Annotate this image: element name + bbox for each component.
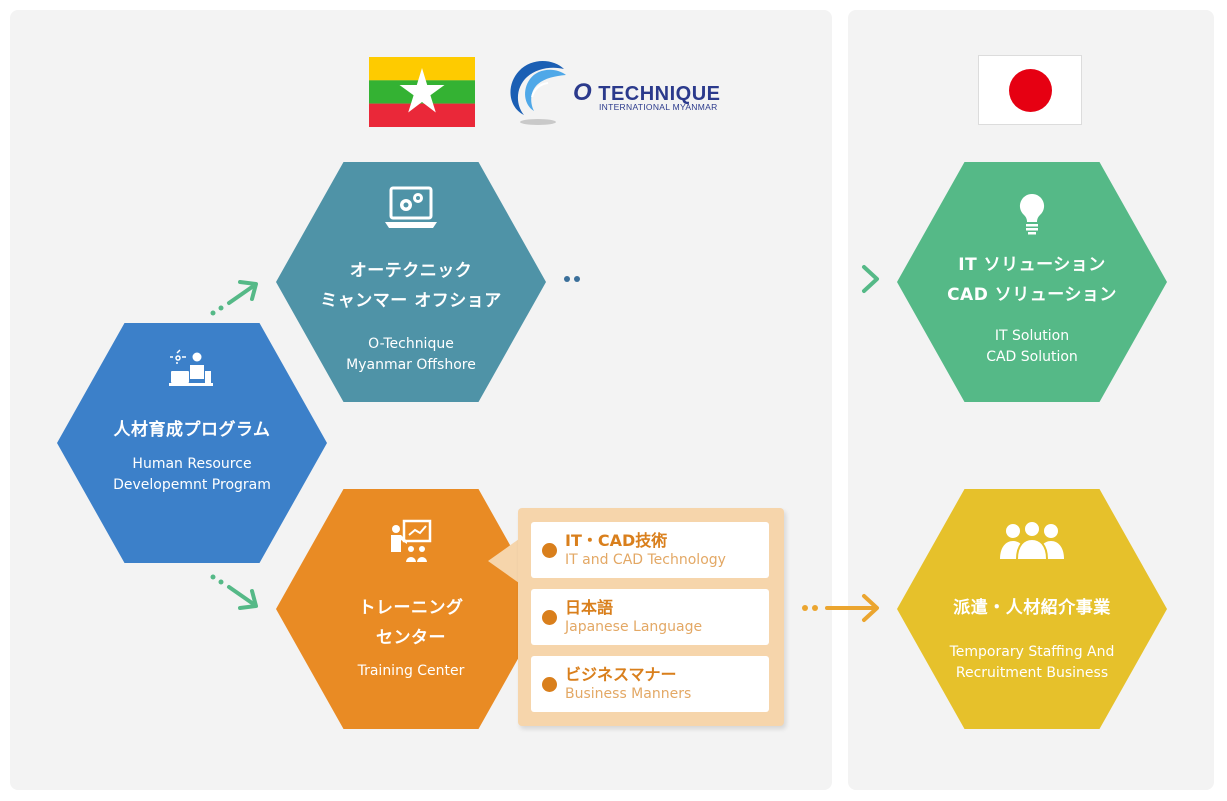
callout-pointer [488, 539, 519, 583]
company-name: O TECHNIQUE [573, 79, 721, 107]
staffing-title-jp: 派遣・人材紹介事業 [953, 598, 1111, 618]
offshore-title-jp-line1: オーテクニック [349, 261, 473, 281]
company-logo [510, 61, 566, 125]
hex-hr-program: 人材育成プログラム Human Resource Developemnt Pro… [57, 323, 327, 563]
hr-title-jp: 人材育成プログラム [113, 420, 271, 440]
hex-offshore: オーテクニック ミャンマー オフショア O-Technique Myanmar … [276, 162, 546, 402]
hr-title-en-line2: Developemnt Program [113, 477, 271, 493]
course-title-en: Japanese Language [565, 619, 703, 635]
course-item-it-cad: IT・CAD技術 IT and CAD Technology [531, 522, 769, 578]
offshore-title-jp-line2: ミャンマー オフショア [320, 291, 502, 311]
course-item-japanese: 日本語 Japanese Language [531, 589, 769, 645]
myanmar-flag [369, 57, 475, 127]
lightbulb-icon [1019, 193, 1045, 235]
course-title-jp: 日本語 [565, 598, 614, 617]
japan-flag [978, 55, 1082, 125]
company-subtitle: INTERNATIONAL MYANMAR [599, 102, 718, 112]
offshore-title-en-line1: O-Technique [368, 336, 454, 352]
people-group-icon [1000, 520, 1064, 560]
it-title-jp-line1: IT ソリューション [958, 255, 1106, 275]
logo-o-letter: O [573, 79, 593, 106]
course-title-en: Business Manners [565, 686, 692, 702]
laptop-gears-icon [385, 186, 437, 228]
it-title-jp-line2: CAD ソリューション [947, 285, 1117, 305]
person-at-desk-icon [169, 349, 213, 386]
japan-flag-sun [1009, 69, 1052, 112]
presentation-teacher-icon [391, 519, 432, 562]
training-courses-callout: IT・CAD技術 IT and CAD Technology 日本語 Japan… [518, 508, 784, 726]
training-title-jp-line1: トレーニング [358, 598, 464, 618]
it-title-en-line1: IT Solution [994, 328, 1070, 344]
hex-staffing-recruitment: 派遣・人材紹介事業 Temporary Staffing And Recruit… [897, 489, 1167, 729]
hex-training-center: トレーニング センター Training Center [276, 489, 546, 729]
bullet-dot-icon [542, 610, 557, 625]
offshore-title-en-line2: Myanmar Offshore [346, 357, 476, 373]
training-title-jp-line2: センター [376, 628, 446, 648]
staffing-title-en-line2: Recruitment Business [955, 665, 1109, 681]
course-item-business-manners: ビジネスマナー Business Manners [531, 656, 769, 712]
course-title-jp: IT・CAD技術 [565, 531, 668, 550]
training-title-en: Training Center [357, 663, 465, 679]
hex-it-cad-solution: IT ソリューション CAD ソリューション IT Solution CAD S… [897, 162, 1167, 402]
bullet-dot-icon [542, 677, 557, 692]
bullet-dot-icon [542, 543, 557, 558]
course-title-jp: ビジネスマナー [565, 665, 677, 684]
logo-name-text: TECHNIQUE [598, 83, 721, 105]
staffing-title-en-line1: Temporary Staffing And [949, 644, 1115, 660]
course-title-en: IT and CAD Technology [565, 552, 726, 568]
hr-title-en-line1: Human Resource [132, 456, 252, 472]
it-title-en-line2: CAD Solution [986, 349, 1078, 365]
